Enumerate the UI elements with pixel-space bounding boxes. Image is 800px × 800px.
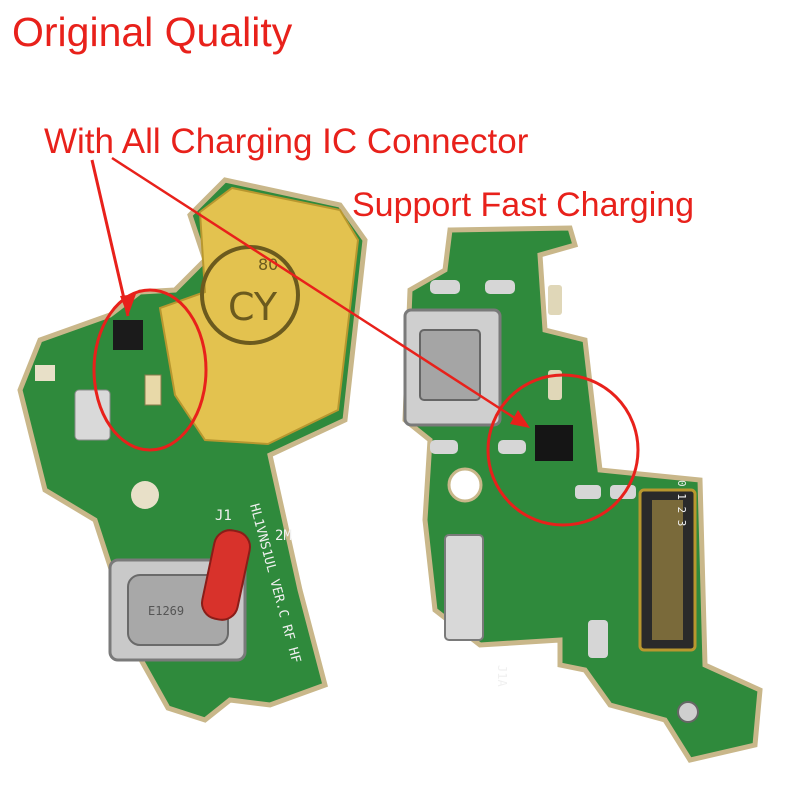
stamp-number: 80 <box>258 255 278 274</box>
right-pad-2 <box>485 280 515 294</box>
left-ic-chip <box>113 320 143 350</box>
left-component <box>144 374 162 406</box>
right-pad-5 <box>430 440 458 454</box>
original-quality-caption: Original Quality <box>12 9 293 55</box>
right-arrow-head <box>510 410 530 428</box>
left-highlight-circle <box>92 288 208 452</box>
right-charging-board: 0 1 2 3 J1A <box>402 225 763 763</box>
rf-connector <box>677 701 699 723</box>
left-silkscreen-code: 2M <box>275 528 292 544</box>
right-pad-4 <box>548 370 562 400</box>
connector-pin-labels: 0 1 2 3 <box>675 480 688 526</box>
left-arrow-head <box>120 294 136 316</box>
port-marking: E1269 <box>148 604 184 618</box>
left-microphone <box>74 389 111 441</box>
right-pad-1 <box>430 280 460 294</box>
right-pad-9 <box>588 620 608 658</box>
right-pad-8 <box>610 485 636 499</box>
right-highlight-circle <box>486 373 640 527</box>
right-pad-7 <box>575 485 601 499</box>
left-board-shield <box>158 186 360 446</box>
right-arrow-line <box>111 156 525 426</box>
right-port-opening <box>419 329 481 401</box>
fast-charging-caption: Support Fast Charging <box>352 186 695 224</box>
right-mount-hole <box>447 467 483 503</box>
annotations <box>90 156 640 527</box>
right-pad-3 <box>548 285 562 315</box>
red-fuse <box>201 529 251 621</box>
left-mount-hole <box>131 481 159 509</box>
charging-ic-caption: With All Charging IC Connector <box>44 122 529 161</box>
left-silkscreen-ref: J1 <box>215 508 232 524</box>
left-arrow-line <box>90 159 130 317</box>
connector-pins <box>652 500 683 640</box>
stamp-letters: CY <box>228 285 278 329</box>
left-pad <box>35 365 55 381</box>
left-charging-board: CY 80 E1269 HL1VNS1UL VER.C RF HF J1 2M <box>17 177 368 723</box>
right-silkscreen-ref: J1A <box>495 665 509 687</box>
right-metal-component <box>444 534 484 641</box>
charging-ic-chip <box>535 425 573 461</box>
right-pad-6 <box>498 440 526 454</box>
